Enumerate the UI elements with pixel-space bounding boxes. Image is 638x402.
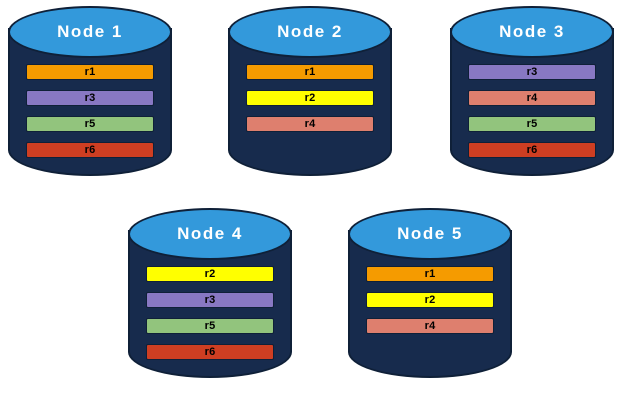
node-cylinder-5[interactable]: Node 5 r1 r2 r4	[348, 208, 512, 388]
cylinder-top-2: Node 2	[228, 6, 392, 58]
cylinder-top-4: Node 4	[128, 208, 292, 260]
replica-list-1: r1 r3 r5 r6	[26, 64, 154, 158]
cylinder-top-5: Node 5	[348, 208, 512, 260]
node-label-2: Node 2	[277, 21, 343, 41]
replica-bar[interactable]: r6	[26, 142, 154, 158]
cylinder-top-1: Node 1	[8, 6, 172, 58]
node-cylinder-2[interactable]: Node 2 r1 r2 r4	[228, 6, 392, 184]
replica-bar[interactable]: r3	[26, 90, 154, 106]
replica-list-2: r1 r2 r4	[246, 64, 374, 132]
replica-list-3: r3 r4 r5 r6	[468, 64, 596, 158]
replica-bar[interactable]: r4	[468, 90, 596, 106]
replica-bar[interactable]: r2	[246, 90, 374, 106]
replica-bar[interactable]: r4	[246, 116, 374, 132]
node-cylinder-1[interactable]: Node 1 r1 r3 r5 r6	[8, 6, 172, 184]
replica-list-4: r2 r3 r5 r6	[146, 266, 274, 360]
node-label-1: Node 1	[57, 21, 123, 41]
replica-list-5: r1 r2 r4	[366, 266, 494, 334]
node-label-4: Node 4	[177, 223, 243, 243]
cylinder-top-3: Node 3	[450, 6, 614, 58]
replica-bar[interactable]: r3	[468, 64, 596, 80]
replica-bar[interactable]: r5	[26, 116, 154, 132]
replica-bar[interactable]: r1	[246, 64, 374, 80]
replica-bar[interactable]: r1	[26, 64, 154, 80]
replica-bar[interactable]: r5	[468, 116, 596, 132]
replica-bar[interactable]: r5	[146, 318, 274, 334]
replica-bar[interactable]: r6	[146, 344, 274, 360]
node-label-3: Node 3	[499, 21, 565, 41]
replica-bar[interactable]: r6	[468, 142, 596, 158]
node-cylinder-3[interactable]: Node 3 r3 r4 r5 r6	[450, 6, 614, 184]
replica-bar[interactable]: r3	[146, 292, 274, 308]
replica-bar[interactable]: r4	[366, 318, 494, 334]
node-label-5: Node 5	[397, 223, 463, 243]
replica-bar[interactable]: r2	[366, 292, 494, 308]
node-cylinder-4[interactable]: Node 4 r2 r3 r5 r6	[128, 208, 292, 388]
replica-bar[interactable]: r1	[366, 266, 494, 282]
replica-bar[interactable]: r2	[146, 266, 274, 282]
